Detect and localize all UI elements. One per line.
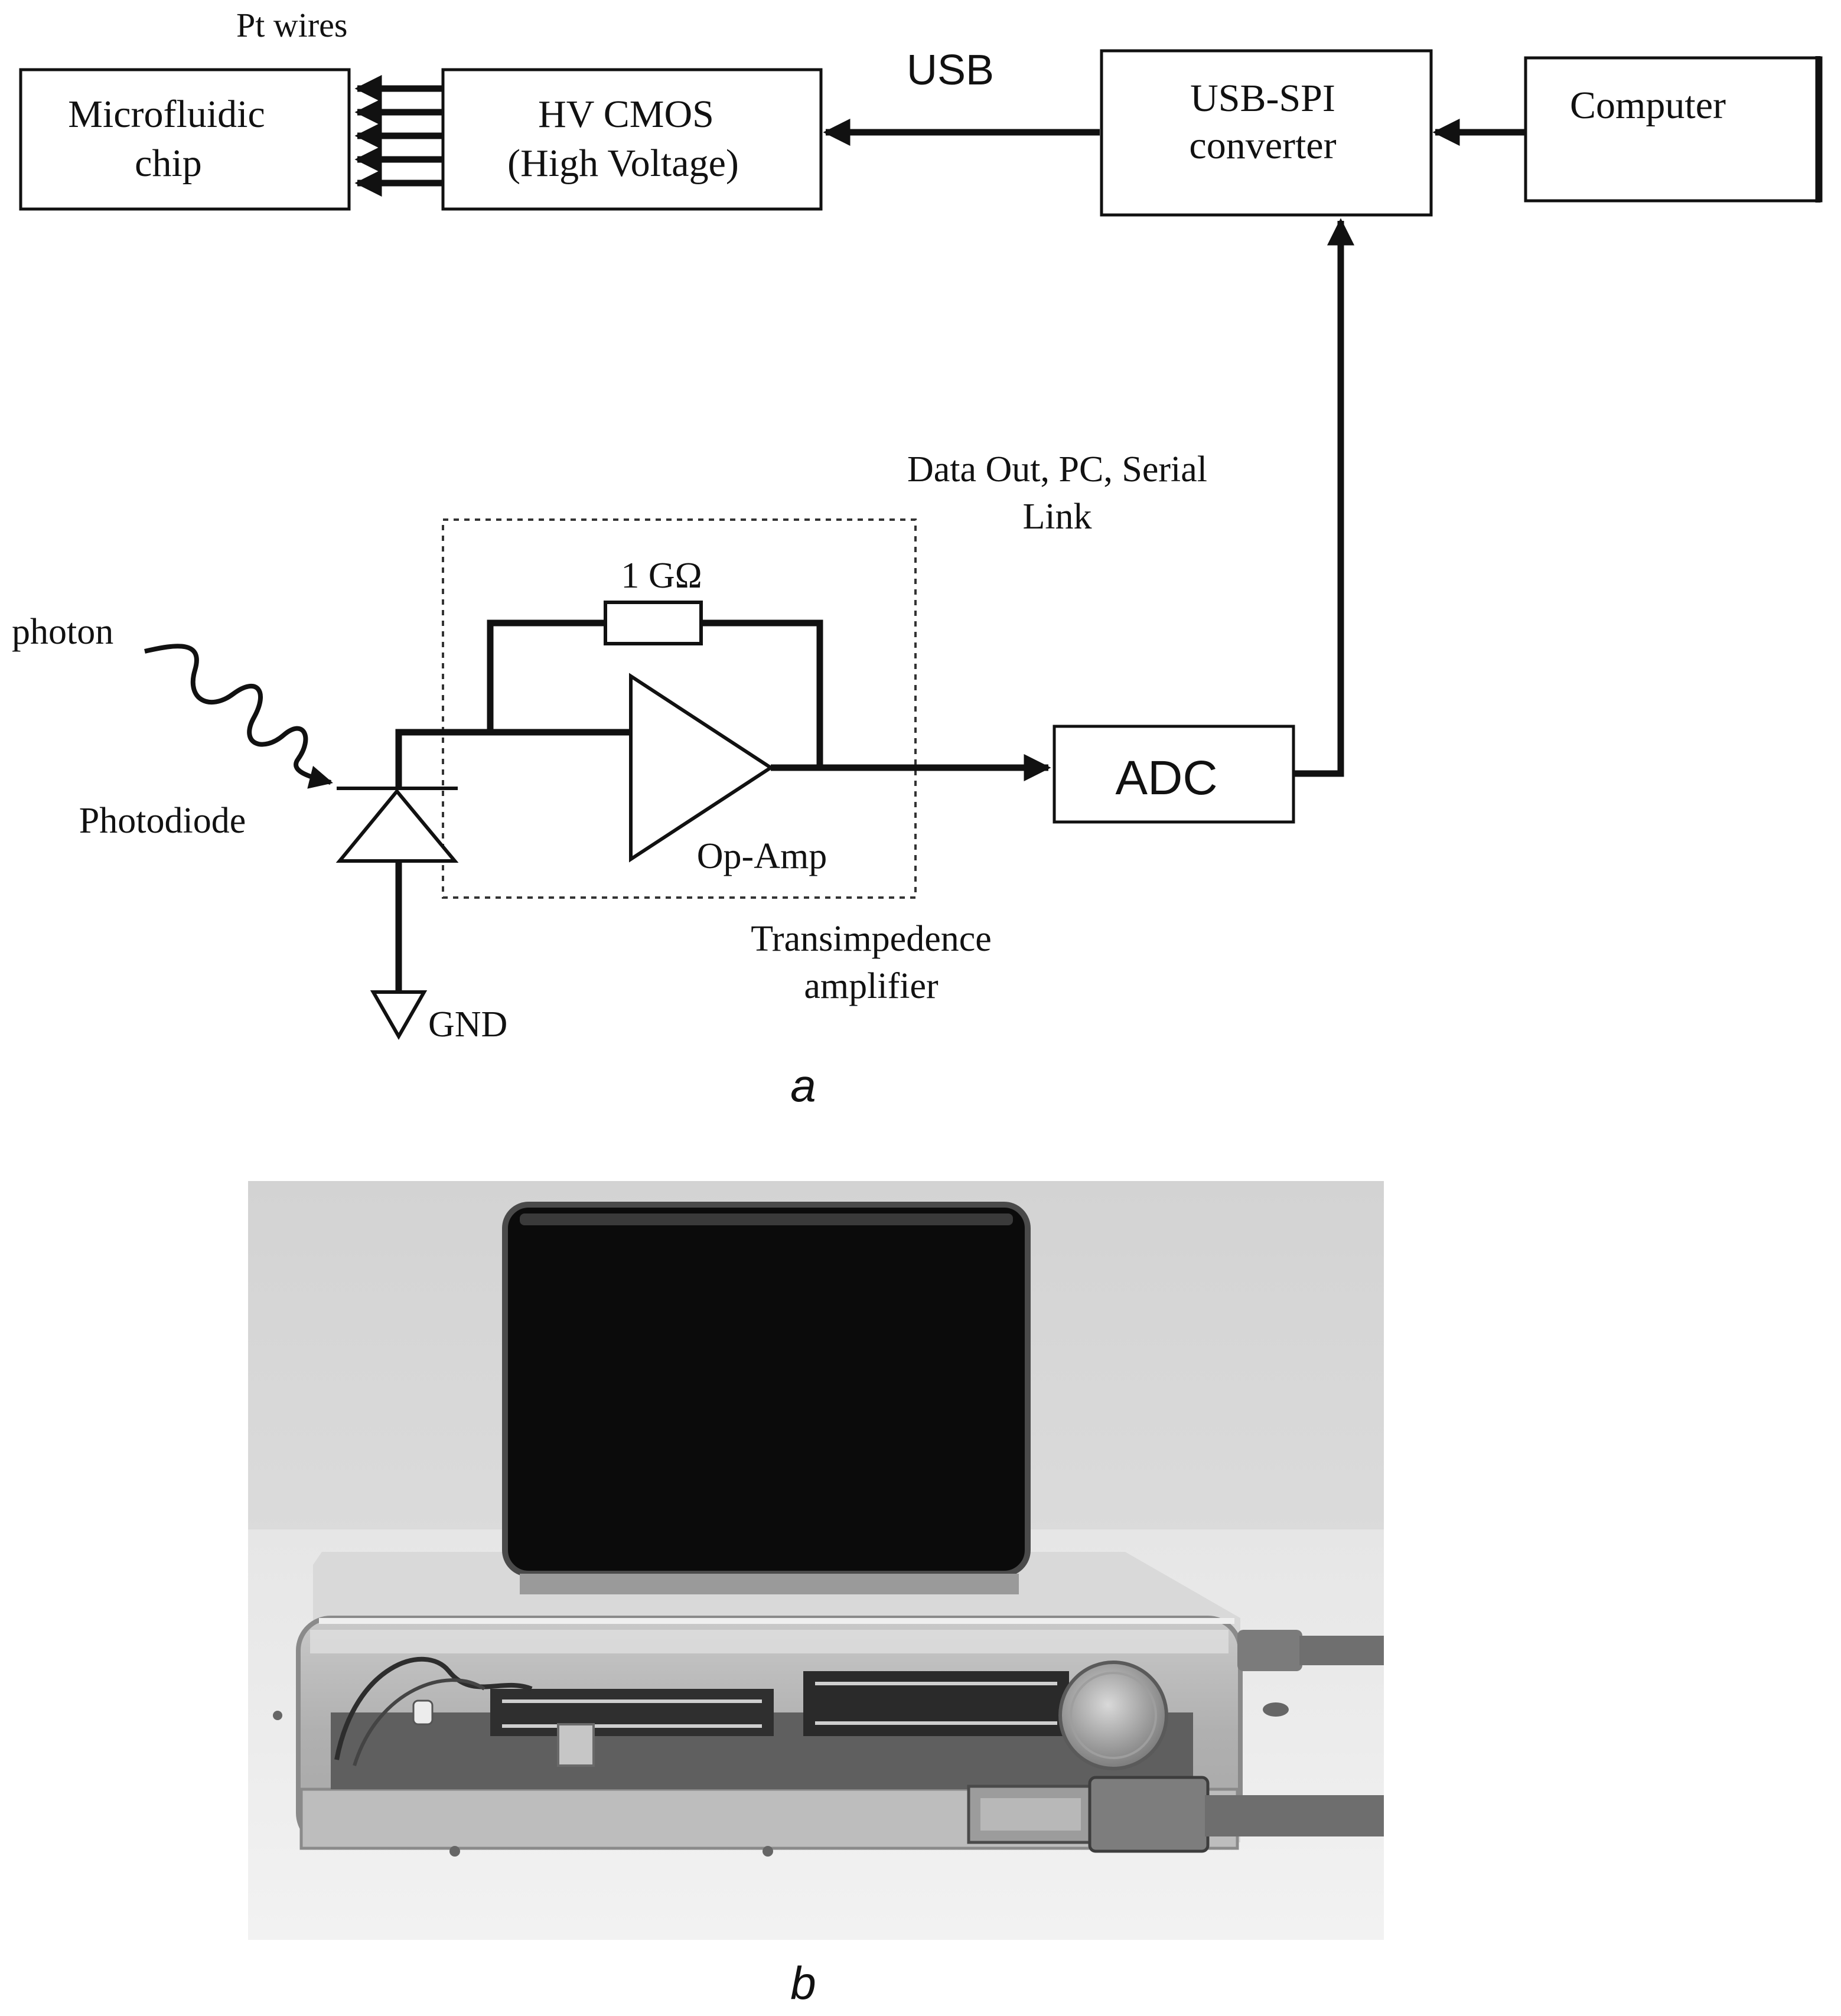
data-out-label-line2: Link xyxy=(1022,497,1091,537)
adc-block: ADC xyxy=(1053,725,1295,824)
microfluidic-chip-label-line1: Microfluidic xyxy=(68,93,265,136)
photodiode-symbol xyxy=(335,787,459,992)
opamp-label: Op-Amp xyxy=(697,836,827,876)
computer-block: Computer xyxy=(1524,56,1823,203)
hv-cmos-label-line2: (High Voltage) xyxy=(507,142,739,185)
device-photograph xyxy=(248,1181,1384,1940)
data-out-label-line1: Data Out, PC, Serial xyxy=(907,449,1207,490)
pt-wires-label: Pt wires xyxy=(236,6,348,44)
adc-label: ADC xyxy=(1115,751,1217,805)
opamp-symbol xyxy=(629,673,774,863)
opamp-input-wire xyxy=(395,729,631,788)
usb-spi-label-line2: converter xyxy=(1189,124,1336,167)
ground-icon xyxy=(370,990,428,1040)
photon-wave-icon xyxy=(144,644,333,789)
tia-boundary xyxy=(442,518,917,899)
photodiode-label: Photodiode xyxy=(79,801,246,841)
photon-label: photon xyxy=(12,612,113,652)
data-out-link xyxy=(1293,218,1355,777)
resistor-label: 1 GΩ xyxy=(621,556,702,596)
resistor-1g xyxy=(604,601,703,645)
pt-wire-arrows xyxy=(354,74,442,197)
usb-spi-converter-block: USB-SPI converter xyxy=(1100,49,1433,217)
microfluidic-chip-label-line2: chip xyxy=(135,142,202,185)
tia-label-line1: Transimpedence xyxy=(751,919,992,959)
gnd-label: GND xyxy=(428,1004,507,1045)
usb-spi-label-line1: USB-SPI xyxy=(1190,77,1335,120)
hv-cmos-block: HV CMOS (High Voltage) xyxy=(441,68,823,211)
usb-label: USB xyxy=(907,47,994,94)
caption-a: a xyxy=(790,1059,816,1111)
microfluidic-chip-block: Microfluidic chip xyxy=(19,68,351,211)
caption-b: b xyxy=(790,1957,816,2009)
hv-cmos-label-line1: HV CMOS xyxy=(538,93,714,136)
computer-label: Computer xyxy=(1570,84,1726,127)
tia-label-line2: amplifier xyxy=(804,966,939,1006)
